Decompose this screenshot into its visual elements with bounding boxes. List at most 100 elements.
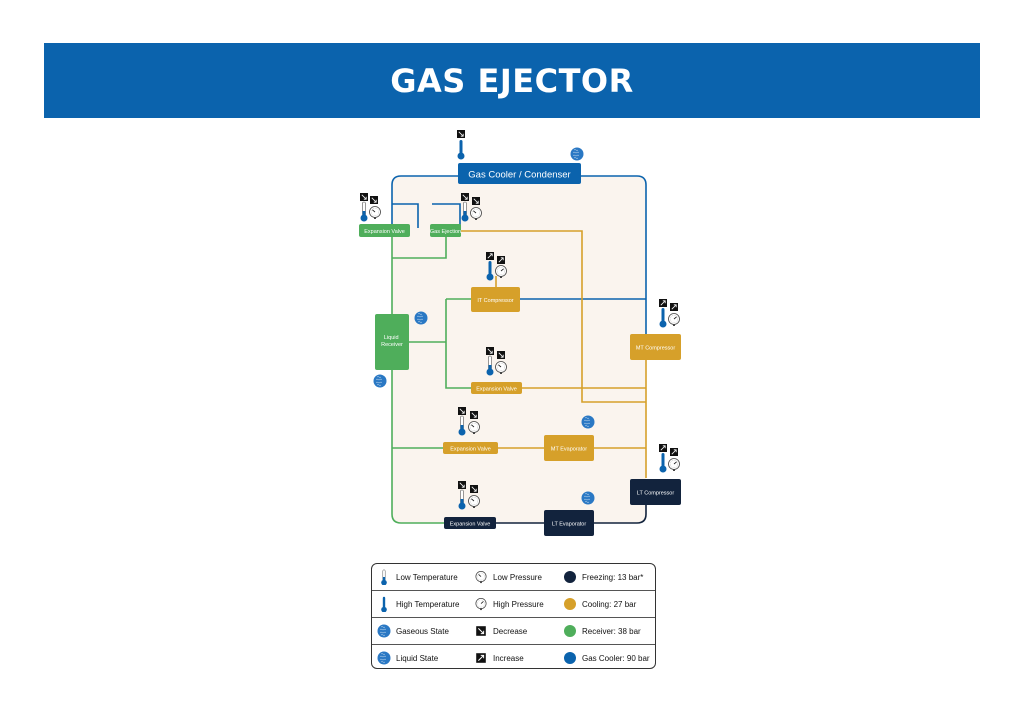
lt-compressor-label: LT Compressor <box>637 491 675 497</box>
freezing-dot-icon <box>563 570 577 584</box>
legend-row: High Temperature High Pressure Cooling: … <box>372 591 655 618</box>
legend-label: Decrease <box>493 626 528 636</box>
cooling-dot-icon <box>563 597 577 611</box>
legend-liquid-state: Liquid State <box>372 645 469 668</box>
high-temperature-icon <box>457 140 465 160</box>
legend-label: Low Temperature <box>396 572 458 582</box>
gaseous-state-icon <box>377 624 391 638</box>
gas-cooler-dot-icon <box>563 651 577 665</box>
expansion-valve-top-label: Expansion Valve <box>364 229 405 235</box>
low-pressure-icon <box>369 206 381 220</box>
gas-ejection-label: Gas Ejection <box>430 229 461 235</box>
legend-label: Gaseous State <box>396 626 449 636</box>
expansion-valve-lt-box[interactable]: Expansion Valve <box>444 517 496 529</box>
expansion-valve-lt-label: Expansion Valve <box>450 522 491 528</box>
decrease-icon <box>485 346 495 356</box>
liquid-receiver-line-1: Liquid <box>384 335 399 341</box>
title-banner: GAS EJECTOR <box>44 43 980 118</box>
increase-icon <box>496 255 506 265</box>
increase-icon <box>474 651 488 665</box>
freezing-lines <box>496 505 647 524</box>
receiver-lines <box>391 236 471 524</box>
expansion-valve-mid-label: Expansion Valve <box>476 387 517 393</box>
decrease-icon <box>471 196 481 206</box>
gaseous-state-icon <box>581 491 595 505</box>
low-temperature-icon <box>377 569 391 585</box>
gaseous-state-icon <box>414 311 428 325</box>
legend-label: High Pressure <box>493 599 544 609</box>
legend-high-temperature: High Temperature <box>372 591 469 617</box>
mt-evaporator-label: MT Evaporator <box>551 447 587 453</box>
legend-increase: Increase <box>469 645 558 668</box>
liquid-receiver-box[interactable]: Liquid Receiver <box>375 314 409 370</box>
it-compressor-box[interactable]: IT Compressor <box>471 287 520 312</box>
legend-row: Gaseous State Decrease Receiver: 38 bar <box>372 618 655 645</box>
increase-icon <box>669 302 679 312</box>
high-pressure-icon <box>668 458 680 472</box>
cooling-lines <box>461 230 647 478</box>
expansion-valve-mt-label: Expansion Valve <box>450 447 491 453</box>
lt-evaporator-label: LT Evaporator <box>552 522 587 528</box>
gas-cooler-label: Gas Cooler / Condenser <box>468 170 570 181</box>
high-temperature-icon <box>659 453 667 473</box>
decrease-icon <box>456 129 466 139</box>
decrease-icon <box>369 195 379 205</box>
lt-evaporator-box[interactable]: LT Evaporator <box>544 510 594 536</box>
legend-cooling: Cooling: 27 bar <box>558 591 655 617</box>
decrease-icon <box>496 350 506 360</box>
page-title: GAS EJECTOR <box>390 61 634 100</box>
decrease-icon <box>457 406 467 416</box>
high-pressure-icon <box>668 313 680 327</box>
high-pressure-icon <box>474 597 488 611</box>
gaseous-state-icon <box>570 147 584 161</box>
high-temperature-icon <box>659 308 667 328</box>
it-compressor-label: IT Compressor <box>477 298 513 304</box>
decrease-icon <box>359 192 369 202</box>
legend-freezing: Freezing: 13 bar* <box>558 564 655 590</box>
expansion-valve-mt-box[interactable]: Expansion Valve <box>443 442 498 454</box>
gas-cooler-box[interactable]: Gas Cooler / Condenser <box>458 163 581 184</box>
lt-compressor-box[interactable]: LT Compressor <box>630 479 681 505</box>
increase-icon <box>658 298 668 308</box>
increase-icon <box>658 443 668 453</box>
legend-row: Liquid State Increase Gas Cooler: 90 bar <box>372 645 655 668</box>
legend-row: Low Temperature Low Pressure Freezing: 1… <box>372 564 655 591</box>
increase-icon <box>485 251 495 261</box>
liquid-state-icon <box>377 651 391 665</box>
liquid-receiver-line-2: Receiver <box>381 342 403 348</box>
mt-compressor-box[interactable]: MT Compressor <box>630 334 681 360</box>
decrease-icon <box>469 410 479 420</box>
expansion-valve-mid-box[interactable]: Expansion Valve <box>471 382 522 394</box>
legend-label: Cooling: 27 bar <box>582 599 637 609</box>
gaseous-state-icon <box>581 415 595 429</box>
legend: Low Temperature Low Pressure Freezing: 1… <box>371 563 656 669</box>
legend-low-pressure: Low Pressure <box>469 564 558 590</box>
liquid-receiver-label: Liquid Receiver <box>381 335 403 348</box>
mt-evaporator-box[interactable]: MT Evaporator <box>544 435 594 461</box>
receiver-dot-icon <box>563 624 577 638</box>
decrease-icon <box>474 624 488 638</box>
legend-gas-cooler: Gas Cooler: 90 bar <box>558 645 655 668</box>
legend-decrease: Decrease <box>469 618 558 644</box>
legend-receiver: Receiver: 38 bar <box>558 618 655 644</box>
decrease-icon <box>460 192 470 202</box>
legend-label: Increase <box>493 653 524 663</box>
liquid-state-icon <box>373 374 387 388</box>
legend-label: Freezing: 13 bar* <box>582 572 644 582</box>
low-pressure-icon <box>474 570 488 584</box>
gas-ejection-box[interactable]: Gas Ejection <box>430 224 461 237</box>
low-temperature-icon <box>360 201 368 222</box>
legend-high-pressure: High Pressure <box>469 591 558 617</box>
legend-label: Liquid State <box>396 653 439 663</box>
legend-label: Receiver: 38 bar <box>582 626 641 636</box>
legend-label: High Temperature <box>396 599 460 609</box>
expansion-valve-top-box[interactable]: Expansion Valve <box>359 224 410 237</box>
high-temperature-icon <box>377 596 391 612</box>
legend-label: Low Pressure <box>493 572 542 582</box>
legend-low-temperature: Low Temperature <box>372 564 469 590</box>
decrease-icon <box>469 484 479 494</box>
mt-compressor-label: MT Compressor <box>636 346 675 352</box>
increase-icon <box>669 447 679 457</box>
decrease-icon <box>457 480 467 490</box>
